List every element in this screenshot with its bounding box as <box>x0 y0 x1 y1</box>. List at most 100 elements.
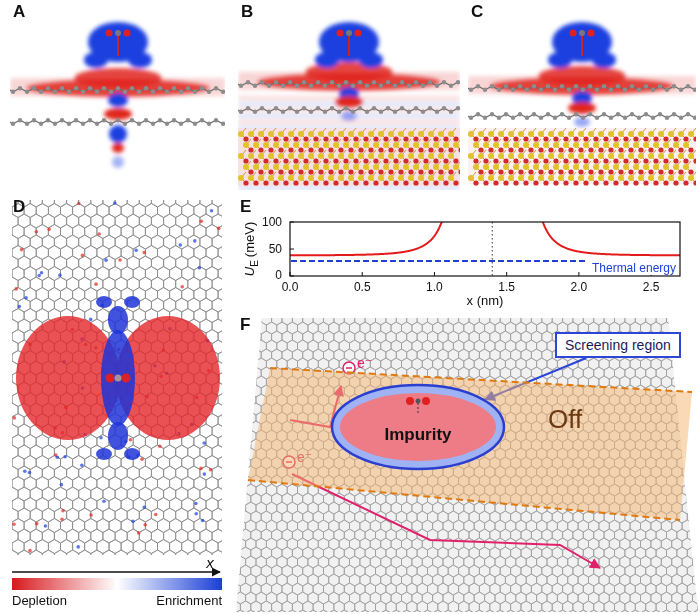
charge-stripe <box>238 186 460 190</box>
carbon-atom <box>351 110 355 114</box>
enrichment-lobe <box>108 306 128 334</box>
charge-cloud <box>468 22 696 127</box>
label: 2.0 <box>571 280 588 294</box>
carbon-atom <box>239 110 243 114</box>
silicon-atom <box>428 175 434 181</box>
silicon-atom <box>343 164 349 170</box>
oxygen-atom <box>373 136 378 141</box>
carbon-atom <box>490 112 494 116</box>
oxygen-atom <box>473 136 478 141</box>
silicon-atom <box>678 153 684 159</box>
carbon-atom <box>165 122 169 126</box>
carbon-atom <box>421 110 425 114</box>
silicon-atom <box>303 142 309 148</box>
oxygen-atom <box>608 147 613 152</box>
oxygen-atom <box>558 169 563 174</box>
axis-title-part: (meV) <box>242 222 257 257</box>
charge-speckle <box>201 519 205 523</box>
impurity-ellipse: Impurity <box>330 383 506 471</box>
oxygen-atom <box>388 147 393 152</box>
silicon-atom <box>418 175 424 181</box>
charge-speckle <box>35 522 39 526</box>
oxygen-atom <box>378 169 383 174</box>
silicon-atom <box>578 175 584 181</box>
oxygen-atom <box>263 158 268 163</box>
carbon-atom <box>67 90 71 94</box>
silicon-atom <box>438 175 444 181</box>
carbon-atom <box>95 90 99 94</box>
carbon-atom <box>214 86 218 90</box>
carbon-atom <box>469 116 473 120</box>
oxygen-atom <box>248 147 253 152</box>
carbon-atom <box>504 112 508 116</box>
oxygen-atom <box>693 136 696 141</box>
oxygen-atom <box>298 147 303 152</box>
oxygen-atom <box>253 136 258 141</box>
silicon-atom <box>413 142 419 148</box>
label-holder: e⁻ <box>357 356 372 370</box>
carbon-atom <box>365 110 369 114</box>
oxygen-atom <box>558 147 563 152</box>
enrichment-region <box>109 125 127 143</box>
charge-speckle <box>104 258 108 262</box>
silicon-atom <box>298 131 304 137</box>
enrichment-region <box>128 52 152 68</box>
carbon-atom <box>309 84 313 88</box>
oxygen-atom <box>353 136 358 141</box>
oxygen-atom <box>433 180 438 185</box>
silicon-atom <box>608 175 614 181</box>
carbon-atom <box>400 80 404 84</box>
silicon-atom <box>563 142 569 148</box>
silicon-atom <box>618 153 624 159</box>
oxygen-atom <box>313 158 318 163</box>
silicon-atom <box>313 142 319 148</box>
carbon-atom <box>416 399 421 404</box>
silicon-atom <box>403 142 409 148</box>
oxygen-atom <box>443 158 448 163</box>
oxygen-atom <box>413 180 418 185</box>
carbon-atom <box>672 112 676 116</box>
oxygen-atom <box>508 169 513 174</box>
oxygen-atom <box>333 180 338 185</box>
energy-plot <box>290 190 680 276</box>
oxygen-atom <box>673 158 678 163</box>
enrichment-region <box>548 52 572 68</box>
label-holder: 1.5 <box>498 281 515 293</box>
carbon-atom <box>372 80 376 84</box>
silicon-atom <box>238 153 244 159</box>
carbon-atom <box>151 122 155 126</box>
silicon-atom <box>618 175 624 181</box>
carbon-atom <box>672 84 676 88</box>
oxygen-atom <box>443 180 448 185</box>
label-holder: D <box>13 198 25 215</box>
oxygen-atom <box>573 180 578 185</box>
charge-speckle <box>89 318 93 322</box>
carbon-atom <box>449 110 453 114</box>
carbon-atom <box>525 88 529 92</box>
oxygen-atom <box>678 169 683 174</box>
carbon-atom <box>11 90 15 94</box>
oxygen-atom <box>628 147 633 152</box>
carbon-atom <box>32 118 36 122</box>
label-holder: 0 <box>275 269 282 281</box>
carbon-atom <box>102 86 106 90</box>
oxygen-atom <box>503 158 508 163</box>
callout-text: Screening region <box>565 337 671 353</box>
silicon-atom <box>518 175 524 181</box>
silicon-atom <box>488 153 494 159</box>
carbon-atom <box>358 106 362 110</box>
oxygen-atom <box>348 169 353 174</box>
silicon-atom <box>578 131 584 137</box>
carbon-atom <box>151 90 155 94</box>
silicon-atom <box>408 175 414 181</box>
silicon-atom <box>468 175 474 181</box>
oxygen-atom <box>478 147 483 152</box>
carbon-atom <box>165 90 169 94</box>
label: 1.0 <box>426 280 443 294</box>
carbon-atom <box>476 84 480 88</box>
silicon-atom <box>533 164 539 170</box>
silicon-atom <box>678 175 684 181</box>
silicon-atom <box>248 153 254 159</box>
carbon-atom <box>186 118 190 122</box>
